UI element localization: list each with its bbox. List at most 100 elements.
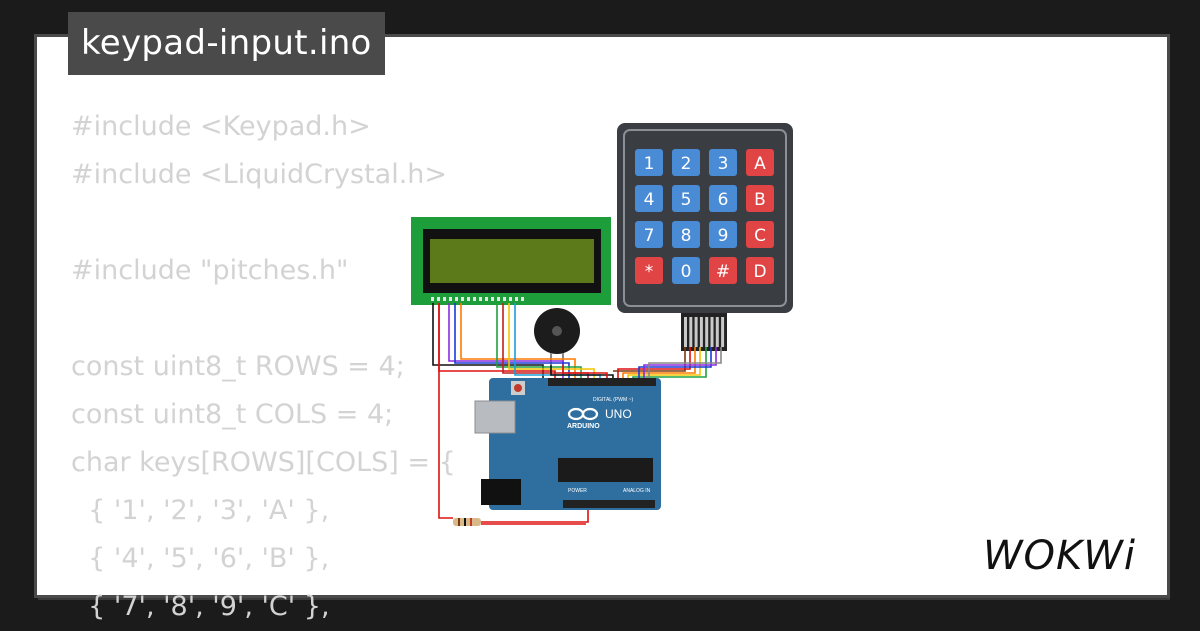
- keypad-key[interactable]: 1: [635, 149, 663, 176]
- keypad-key-label: C: [754, 226, 766, 246]
- keypad-key[interactable]: A: [746, 149, 774, 176]
- lcd-pin: [443, 297, 446, 301]
- keypad-key-label: D: [753, 262, 766, 282]
- keypad-pin: [705, 317, 709, 347]
- wire: [460, 303, 576, 383]
- keypad-pin: [689, 317, 693, 347]
- keypad-key[interactable]: 8: [672, 221, 700, 248]
- buzzer-hole: [552, 326, 562, 336]
- lcd-pin: [497, 297, 500, 301]
- lcd-pin-header: [431, 297, 524, 301]
- code-line: { '7', '8', '9', 'C' },: [71, 591, 330, 622]
- keypad-key-cap[interactable]: [746, 221, 774, 248]
- lcd-pin: [431, 297, 434, 301]
- reset-button-cap[interactable]: [514, 384, 522, 392]
- code-line: const uint8_t COLS = 4;: [71, 399, 394, 430]
- arduino-infinity-logo: [567, 407, 599, 421]
- lcd-pin: [473, 297, 476, 301]
- code-line: #include <Keypad.h>: [71, 111, 371, 142]
- keypad-key[interactable]: 0: [672, 257, 700, 284]
- wokwi-logo-text: WOKWi: [983, 533, 1136, 579]
- lcd-pin: [509, 297, 512, 301]
- lcd-pin: [479, 297, 482, 301]
- resistor[interactable]: [453, 518, 481, 526]
- keypad-key-cap[interactable]: [672, 257, 700, 284]
- wire: [432, 303, 544, 383]
- lcd-pin: [515, 297, 518, 301]
- lcd-pin: [485, 297, 488, 301]
- keypad-key-cap[interactable]: [672, 221, 700, 248]
- keypad-key[interactable]: 4: [635, 185, 663, 212]
- wire: [438, 303, 453, 519]
- keypad-key-cap[interactable]: [709, 185, 737, 212]
- keypad-key[interactable]: *: [635, 257, 663, 284]
- lcd-pin: [437, 297, 440, 301]
- keypad-key-label: A: [754, 154, 766, 174]
- keypad-key-cap[interactable]: [709, 149, 737, 176]
- code-preview: #include <Keypad.h>#include <LiquidCryst…: [71, 103, 456, 631]
- keypad-key-label: 3: [718, 154, 729, 174]
- lcd-pin: [491, 297, 494, 301]
- lcd-screen: [430, 239, 594, 283]
- keypad-key[interactable]: #: [709, 257, 737, 284]
- keypad-key-cap[interactable]: [672, 149, 700, 176]
- arduino-brand-label: ARDUINO: [567, 423, 600, 430]
- usb-port: [474, 400, 516, 434]
- wire: [617, 347, 691, 383]
- wire: [648, 347, 722, 383]
- resistor-band: [464, 518, 466, 526]
- keypad-key[interactable]: 5: [672, 185, 700, 212]
- keypad-key-cap[interactable]: [746, 257, 774, 284]
- keypad-key[interactable]: 2: [672, 149, 700, 176]
- arduino-uno[interactable]: UNO ARDUINO DIGITAL (PWM ~) ANALOG IN PO…: [474, 378, 661, 510]
- keypad-pin: [721, 317, 725, 347]
- keypad-key-cap[interactable]: [709, 221, 737, 248]
- keypad-key[interactable]: D: [746, 257, 774, 284]
- keypad-key[interactable]: 6: [709, 185, 737, 212]
- keypad-key-label: 6: [718, 190, 729, 210]
- keypad-pin: [684, 317, 687, 347]
- keypad-key-label: *: [645, 262, 654, 282]
- preview-card: #include <Keypad.h>#include <LiquidCryst…: [34, 34, 1170, 622]
- keypad-key-cap[interactable]: [635, 221, 663, 248]
- keypad-key-cap[interactable]: [635, 257, 663, 284]
- power-label: POWER: [568, 488, 587, 494]
- resistor-band: [470, 518, 472, 526]
- keypad-pin: [710, 317, 714, 347]
- keypad-key-label: #: [716, 262, 730, 282]
- lcd-pin: [461, 297, 464, 301]
- keypad-key-cap[interactable]: [672, 185, 700, 212]
- keypad-key-label: 8: [681, 226, 692, 246]
- keypad-key[interactable]: 7: [635, 221, 663, 248]
- keypad-key-label: 9: [718, 226, 729, 246]
- keypad-key[interactable]: 3: [709, 149, 737, 176]
- keypad-pin: [694, 317, 698, 347]
- lcd-pin: [503, 297, 506, 301]
- lcd-pin: [521, 297, 524, 301]
- keypad-key-label: 7: [644, 226, 655, 246]
- buzzer[interactable]: [534, 308, 580, 365]
- keypad-key-cap[interactable]: [635, 149, 663, 176]
- keypad-pins: [684, 317, 725, 347]
- keypad-key-cap[interactable]: [635, 185, 663, 212]
- keypad-key-cap[interactable]: [746, 149, 774, 176]
- keypad-key-cap[interactable]: [746, 185, 774, 212]
- resistor-band: [458, 518, 460, 526]
- digital-label: DIGITAL (PWM ~): [593, 397, 633, 403]
- keypad-key[interactable]: C: [746, 221, 774, 248]
- keypad-key[interactable]: B: [746, 185, 774, 212]
- code-line: #include "pitches.h": [71, 255, 349, 286]
- keypad-pin: [715, 317, 719, 347]
- wire: [613, 347, 686, 372]
- keypad-key[interactable]: 9: [709, 221, 737, 248]
- keypad-key-label: 2: [681, 154, 692, 174]
- lcd-pin: [467, 297, 470, 301]
- keypad-key-cap[interactable]: [709, 257, 737, 284]
- wokwi-logo: WOKWi: [983, 533, 1136, 579]
- keypad-border: [623, 129, 787, 307]
- code-line: { '4', '5', '6', 'B' },: [71, 543, 330, 574]
- arduino-model-label: UNO: [605, 407, 632, 421]
